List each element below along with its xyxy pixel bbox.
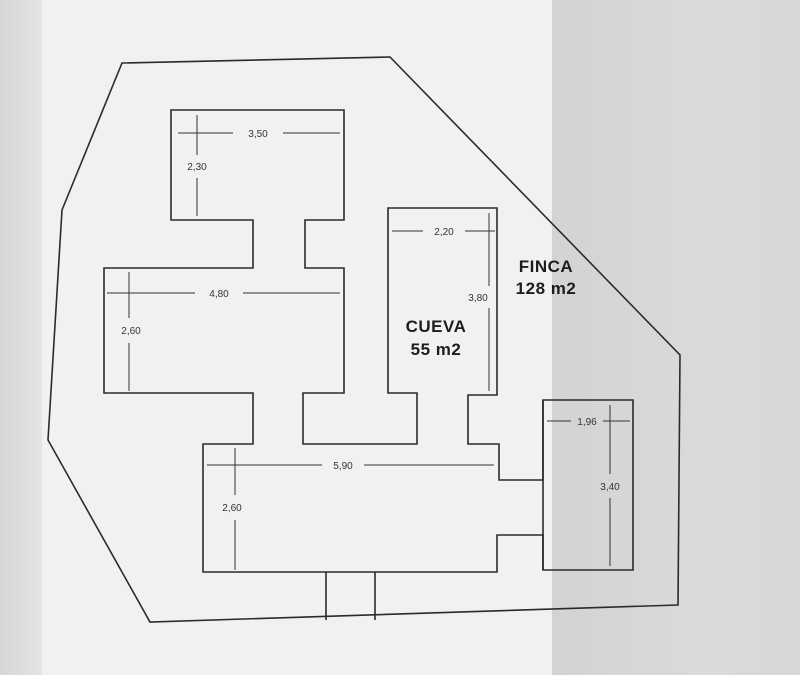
dim-right-room-width: 1,96 (577, 417, 597, 428)
paper-sheet (42, 0, 552, 675)
dim-right-room-height: 3,40 (600, 482, 620, 493)
dim-top-room-height: 2,30 (187, 162, 207, 173)
finca-area: 128 m2 (516, 279, 577, 298)
cueva-walls (103, 109, 634, 573)
finca-label: FINCA (519, 257, 573, 276)
cueva-area: 55 m2 (411, 340, 462, 359)
paper-edge-left (0, 0, 42, 675)
finca-boundary (47, 56, 681, 623)
dim-left-room-width: 4,80 (209, 289, 229, 300)
cueva-label: CUEVA (406, 317, 467, 336)
dim-left-room-height: 2,60 (121, 326, 141, 337)
dim-bottom-room-height: 2,60 (222, 503, 242, 514)
paper-shadow-right (552, 0, 800, 675)
dim-middle-room-width: 2,20 (434, 227, 454, 238)
dim-middle-room-height: 3,80 (468, 293, 488, 304)
dim-bottom-room-width: 5,90 (333, 461, 353, 472)
dimension-lines (107, 115, 630, 570)
dim-top-room-width: 3,50 (248, 129, 268, 140)
